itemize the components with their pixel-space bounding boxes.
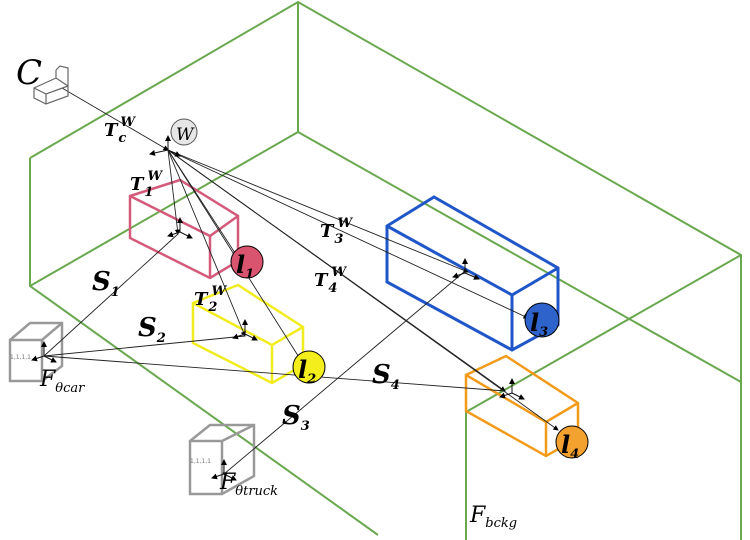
frame-axes [31, 135, 525, 481]
transform-label-1: T1W [130, 169, 163, 200]
shape-label-4: S4 [372, 360, 400, 393]
network-code-car: 1,1,1,1 [10, 354, 31, 361]
shape-code-lines [43, 233, 506, 475]
world-label: W [176, 125, 195, 145]
object-label-4: l4 [561, 430, 579, 462]
background-label: Fbckg [469, 503, 517, 531]
world-origin-icon [170, 118, 198, 146]
shape-label-2: S2 [138, 313, 166, 346]
network-cube-truck [188, 423, 256, 496]
shape-label-1: S1 [92, 267, 120, 300]
object-marker-4 [555, 425, 589, 459]
transform-label-4: T4W [314, 265, 347, 296]
object-label-1: l1 [236, 250, 254, 282]
object-marker-3 [524, 302, 560, 338]
background-box [29, 0, 742, 540]
object-label-3: l3 [530, 308, 548, 340]
transform-label-3: T3W [320, 216, 353, 247]
shape-label-3: S3 [282, 401, 310, 434]
object-marker-2 [292, 350, 326, 384]
object-label-2: l2 [298, 355, 316, 387]
network-label-truck: Fθtruck [219, 470, 278, 499]
network-code-truck: 1,1,1,1 [190, 458, 211, 465]
transform-label-2: T2W [194, 284, 227, 315]
transform-label-c: TcW [104, 115, 136, 146]
camera-label: C [16, 53, 42, 93]
object-marker-1 [230, 245, 264, 279]
camera-icon [33, 65, 69, 105]
transform-lines [61, 87, 559, 431]
network-label-car: Fθcar [39, 367, 85, 396]
